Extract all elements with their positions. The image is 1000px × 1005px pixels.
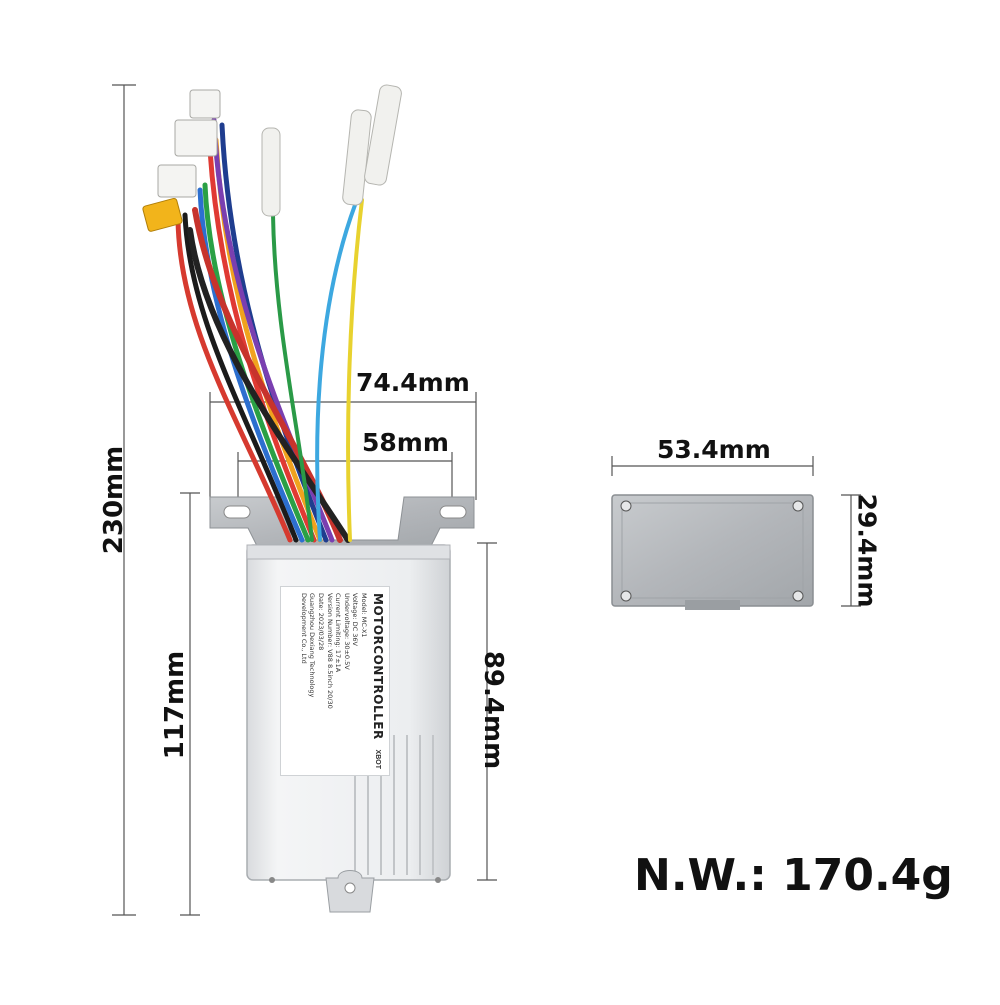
dimension-lines (112, 84, 861, 916)
label-line: Version Number: V88 8.5inch 20/30 (325, 593, 334, 709)
label-line: Date: 2023/03/28 (317, 593, 326, 651)
housing-top-band (246, 544, 451, 560)
connector-white-1 (157, 164, 197, 198)
bracket-hole-left (223, 505, 251, 519)
label-line: Current Limiting: 17±1A (334, 593, 343, 673)
bullet-connector-yellow (364, 84, 402, 186)
screw-icon (620, 590, 632, 602)
label-line: Development Co., Ltd (299, 593, 308, 664)
dim-body-height-label: 89.4mm (478, 650, 508, 770)
dim-side-height-label: 29.4mm (852, 493, 882, 608)
label-line: Model: MC-X1 (360, 593, 368, 638)
dim-hole-spacing-label: 58mm (362, 428, 449, 457)
label-line: Voltage: DC 36V (351, 593, 360, 646)
dim-total-height-label: 230mm (99, 445, 129, 555)
dim-bracket-width-label: 74.4mm (356, 368, 470, 397)
wire-harness (175, 117, 364, 543)
net-weight: N.W.: 170.4g (634, 850, 953, 901)
connector-xt60 (142, 197, 183, 232)
brand-logo: XBOT (374, 749, 382, 769)
dim-side-width-label: 53.4mm (657, 435, 771, 464)
connector-white-2 (174, 119, 218, 157)
dim-body-length-label: 117mm (160, 650, 190, 760)
bullet-connector-green (261, 127, 281, 217)
bullet-connector-blue (342, 109, 372, 206)
label-line: Undervoltage: 30±0.5V (342, 593, 351, 670)
product-label: MOTORCONTROLLER XBOT Model: MC-X1 Voltag… (280, 586, 390, 776)
screw-icon (620, 500, 632, 512)
screw-icon (792, 500, 804, 512)
label-spec-lines: Model: MC-X1 Voltage: DC 36V Undervoltag… (299, 593, 368, 769)
connector-white-3 (189, 89, 221, 119)
connectors (142, 84, 402, 232)
label-title: MOTORCONTROLLER (371, 593, 385, 740)
label-line: Guangzhou Dexiang Technology (308, 593, 317, 698)
side-view-housing (611, 494, 814, 610)
bracket-hole-right (439, 505, 467, 519)
screw-icon (792, 590, 804, 602)
